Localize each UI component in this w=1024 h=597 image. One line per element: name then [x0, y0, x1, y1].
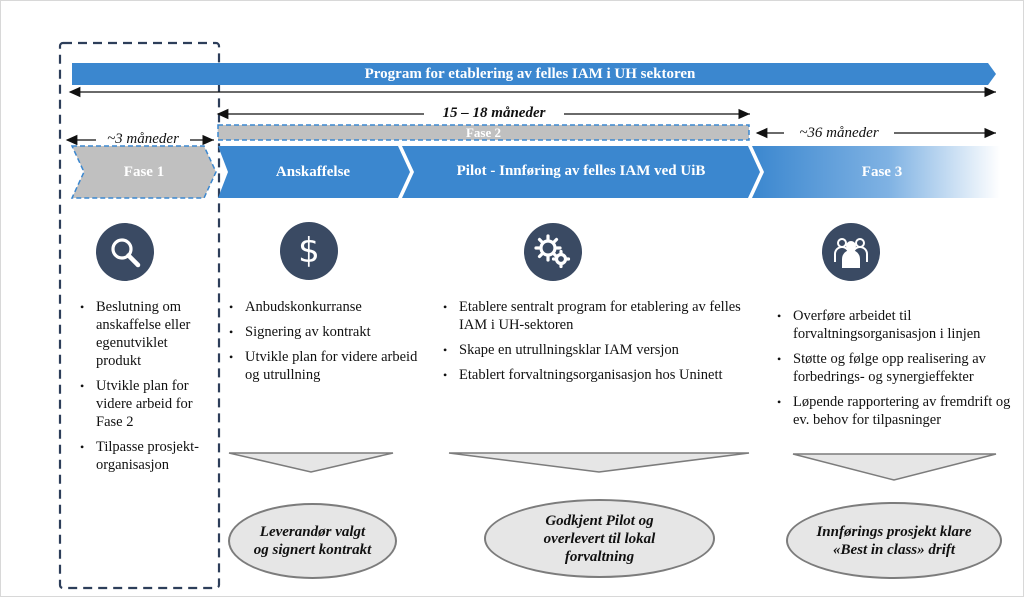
chevron-fase3-label: Fase 3 [861, 164, 903, 180]
phase1-duration-label: ~3 måneder [107, 131, 179, 147]
list-item: Utvikle plan for videre arbeid for Fase … [80, 377, 210, 431]
list-item: Utvikle plan for videre arbeid og utrull… [229, 348, 419, 384]
phase2-duration-label: 15 – 18 måneder [442, 105, 546, 121]
list-item: Anbudskonkurranse [229, 298, 419, 316]
fase1-bullet-list: Beslutning om anskaffelse eller egenutvi… [80, 298, 210, 481]
triangle-pilot [448, 452, 750, 473]
phase1-dashed-outline [58, 41, 221, 590]
phase3-duration-label: ~36 måneder [799, 125, 879, 141]
program-bar-label: Program for etablering av felles IAM i U… [364, 66, 696, 82]
magnifier-icon [96, 223, 154, 281]
dollar-icon: $ [280, 222, 338, 280]
chevron-pilot [402, 146, 760, 198]
gears-icon [524, 223, 582, 281]
triangle-anskaffelse [228, 452, 394, 473]
list-item: Beslutning om anskaffelse eller egenutvi… [80, 298, 210, 370]
list-item: Løpende rapportering av fremdrift og ev.… [777, 393, 1013, 429]
chevron-fase3 [752, 146, 1000, 198]
chevron-anskaffelse-label: Anskaffelse [275, 164, 351, 180]
triangle-fase3 [792, 453, 997, 481]
outcome-pilot: Godkjent Pilot og overlevert til lokal f… [484, 499, 715, 578]
phase2-bar [217, 124, 750, 141]
chevron-fase1 [70, 145, 217, 199]
phase2-bar-label: Fase 2 [465, 125, 502, 140]
chevron-anskaffelse [218, 146, 410, 198]
program-bar [72, 63, 996, 85]
list-item: Støtte og følge opp realisering av forbe… [777, 350, 1013, 386]
outcome-fase3: Innførings prosjekt klare «Best in class… [786, 502, 1002, 579]
chevron-pilot-label: Pilot - Innføring av felles IAM ved UiB [456, 163, 706, 179]
outcome-anskaffelse: Leverandør valgt og signert kontrakt [228, 503, 397, 579]
list-item: Tilpasse prosjekt-organisasjon [80, 438, 210, 474]
pilot-bullet-list: Etablere sentralt program for etablering… [443, 298, 753, 391]
anskaffelse-bullet-list: Anbudskonkurranse Signering av kontrakt … [229, 298, 419, 391]
list-item: Etablert forvaltningsorganisasjon hos Un… [443, 366, 753, 384]
list-item: Overføre arbeidet til forvaltningsorgani… [777, 307, 1013, 343]
fase3-bullet-list: Overføre arbeidet til forvaltningsorgani… [777, 307, 1013, 436]
list-item: Skape en utrullningsklar IAM versjon [443, 341, 753, 359]
list-item: Signering av kontrakt [229, 323, 419, 341]
people-group-icon [822, 223, 880, 281]
chevron-fase1-label: Fase 1 [123, 164, 165, 180]
list-item: Etablere sentralt program for etablering… [443, 298, 753, 334]
